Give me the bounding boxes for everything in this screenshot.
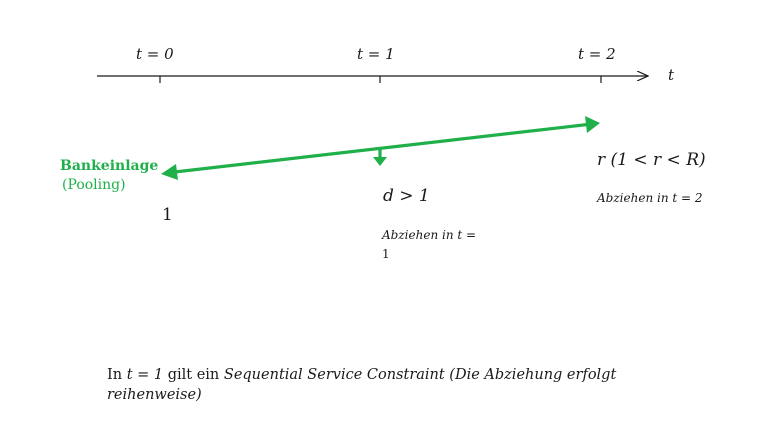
footer-t-expression: t = 1 <box>126 367 164 383</box>
axis-label-t: t <box>668 66 675 84</box>
tick-label-t1: t = 1 <box>357 45 395 63</box>
deposit-title: Bankeinlage <box>60 158 159 174</box>
tick-label-t0: t = 0 <box>136 45 174 63</box>
pooling-arrowhead-left <box>161 164 178 180</box>
deposit-value: 1 <box>162 205 173 225</box>
deposit-subtitle: (Pooling) <box>62 177 126 193</box>
pooling-arrowhead-right <box>585 116 600 133</box>
footer-note: In t = 1 gilt ein Sequential Service Con… <box>107 366 627 405</box>
footer-prefix: In <box>107 367 127 383</box>
late-return: r (1 < r < R) <box>597 150 706 170</box>
early-withdraw-value: 1 <box>382 247 390 261</box>
early-withdraw-label: Abziehen in t = <box>382 228 477 242</box>
footer-middle: gilt ein <box>163 367 224 383</box>
early-withdraw-arrowhead <box>373 157 387 166</box>
late-withdraw-label: Abziehen in t = 2 <box>597 191 703 205</box>
footer-constraint: Sequential Service Constraint (Die Abzie… <box>107 367 617 403</box>
tick-label-t2: t = 2 <box>578 45 616 63</box>
early-return: d > 1 <box>383 186 430 206</box>
